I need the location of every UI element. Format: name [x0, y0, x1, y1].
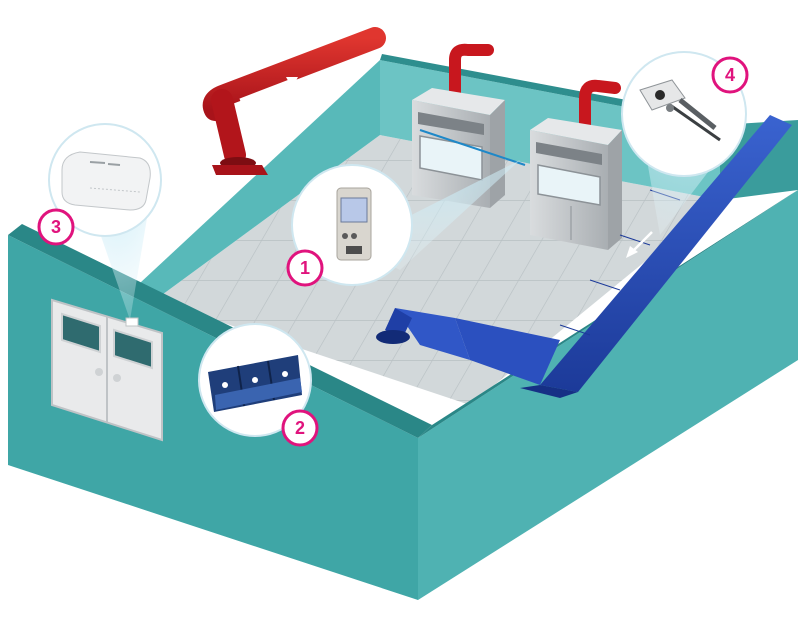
- door[interactable]: [51, 298, 163, 442]
- badge-3-number: 3: [51, 217, 61, 237]
- door-sensor: [125, 317, 139, 327]
- callout-3: [48, 123, 162, 237]
- actuator-device: [208, 355, 302, 412]
- callout-1: [291, 164, 413, 286]
- badge-4-number: 4: [725, 65, 735, 85]
- supply-flow-arrow: [631, 231, 653, 253]
- badge-4[interactable]: 4: [711, 56, 749, 94]
- badge-1-number: 1: [300, 258, 310, 278]
- sensor-link: [419, 129, 526, 166]
- callout-2: [198, 323, 312, 437]
- controller-device: [336, 187, 372, 261]
- fume-hood-2: [530, 118, 622, 250]
- badge-2[interactable]: 2: [281, 409, 319, 447]
- room-sensor-device: [61, 151, 151, 211]
- badge-2-number: 2: [295, 418, 305, 438]
- badge-3[interactable]: 3: [37, 208, 75, 246]
- badge-1[interactable]: 1: [286, 249, 324, 287]
- exhaust-duct: [202, 27, 621, 175]
- fume-hood-1: [412, 88, 505, 208]
- damper-actuator-device: [639, 79, 721, 142]
- supply-duct: [376, 115, 792, 398]
- exhaust-flow-arrow: [239, 78, 293, 102]
